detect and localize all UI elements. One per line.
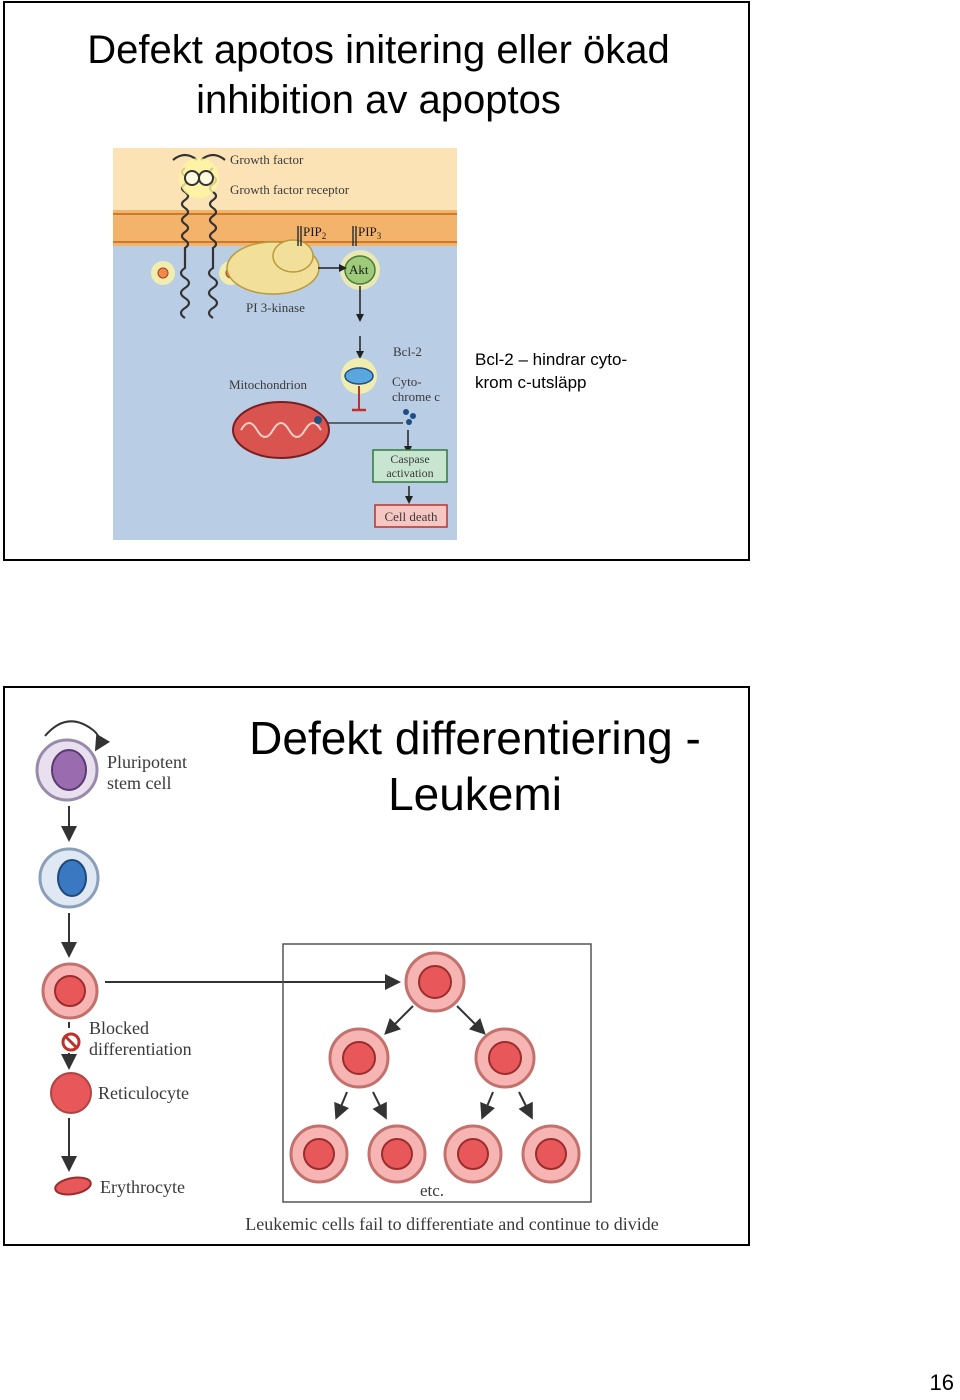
slide-leukemia: Defekt differentiering - Leukemi	[3, 686, 750, 1246]
leukemic-cell-icon	[289, 1124, 349, 1184]
slide-apoptosis: Defekt apotos initering eller ökad inhib…	[3, 1, 750, 561]
reticulocyte-icon	[50, 1072, 92, 1114]
cytochrome-label-2: chrome c	[392, 389, 440, 404]
mitochondrion-icon	[232, 401, 330, 459]
title-line-2: inhibition av apoptos	[196, 78, 561, 122]
cell-membrane	[113, 210, 457, 246]
slide-title: Defekt differentiering - Leukemi	[225, 710, 725, 822]
erythrocyte-label: Erythrocyte	[100, 1177, 185, 1197]
pi3-kinase-label: PI 3-kinase	[246, 300, 305, 315]
title-line-1: Defekt differentiering -	[249, 712, 701, 764]
cytochrome-label-1: Cyto-	[392, 374, 422, 389]
mitochondrion-label: Mitochondrion	[229, 377, 307, 392]
leukemia-differentiation-figure: Pluripotent stem cell Blocked differenti…	[35, 720, 659, 1234]
growth-factor-receptor-label: Growth factor receptor	[230, 182, 350, 197]
cytoplasm-region	[113, 246, 457, 540]
page-number: 16	[929, 1370, 954, 1395]
erythrocyte-icon	[54, 1176, 92, 1196]
blocked-label-1: Blocked	[89, 1018, 149, 1038]
bcl2-icon	[341, 358, 377, 394]
caspase-label-1: Caspase	[390, 452, 429, 466]
cell-death-label: Cell death	[384, 509, 438, 524]
akt-icon	[340, 250, 380, 290]
leukemic-cell-icon	[367, 1124, 427, 1184]
leukemic-cell-icon	[443, 1124, 503, 1184]
leukemic-cell-icon	[474, 1027, 536, 1089]
leukemic-cell-icon	[328, 1027, 390, 1089]
progenitor-cell-icon	[38, 847, 100, 909]
apoptosis-pathway-figure: Growth factor Growth factor receptor PIP…	[113, 148, 457, 540]
extracellular-region	[113, 148, 457, 210]
growth-factor-icon	[179, 158, 219, 198]
title-line-1: Defekt apotos initering eller ökad	[87, 28, 670, 72]
pluripotent-label-2: stem cell	[107, 773, 171, 793]
growth-factor-label: Growth factor	[230, 152, 304, 167]
etc-label: etc.	[420, 1181, 444, 1200]
bcl2-label: Bcl-2	[393, 344, 422, 359]
akt-label: Akt	[349, 262, 369, 277]
pip3-label: PIP3	[358, 224, 382, 241]
caspase-activation-box	[372, 449, 448, 483]
blocked-label-2: differentiation	[89, 1039, 192, 1059]
pip2-label: PIP2	[303, 224, 326, 241]
note-line-2: krom c-utsläpp	[475, 373, 587, 392]
note-line-1: Bcl-2 – hindrar cyto-	[475, 350, 628, 369]
leukemic-cell-icon	[404, 951, 466, 1013]
caspase-label-2: activation	[386, 466, 433, 480]
pi3-kinase-icon	[226, 239, 320, 295]
erythroid-progenitor-icon	[41, 962, 99, 1020]
slide-title: Defekt apotos initering eller ökad inhib…	[5, 25, 752, 125]
bcl2-note: Bcl-2 – hindrar cyto- krom c-utsläpp	[475, 348, 675, 394]
cell-death-box	[374, 504, 448, 528]
pluripotent-stem-cell-icon	[35, 738, 99, 802]
reticulocyte-label: Reticulocyte	[98, 1083, 189, 1103]
leukemic-cells-box	[282, 943, 592, 1203]
blocked-icon	[61, 1032, 81, 1052]
title-line-2: Leukemi	[388, 768, 562, 820]
pluripotent-label-1: Pluripotent	[107, 752, 187, 772]
leukemic-cell-icon	[521, 1124, 581, 1184]
figure-caption: Leukemic cells fail to differentiate and…	[245, 1214, 659, 1234]
